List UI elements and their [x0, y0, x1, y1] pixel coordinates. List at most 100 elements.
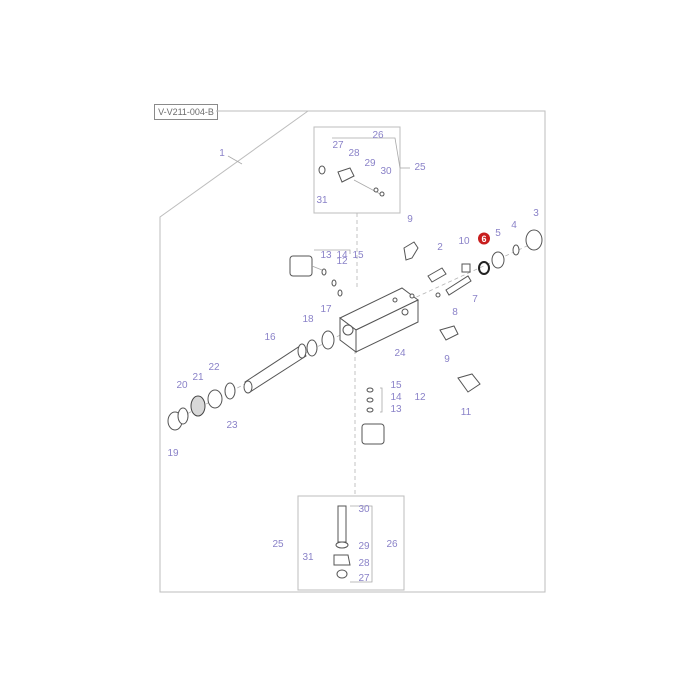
callout-c2: 2	[437, 242, 443, 253]
callout-c19: 19	[167, 448, 179, 459]
callout-label: 1	[219, 148, 225, 159]
callout-label: 13	[390, 404, 402, 415]
callout-label: 13	[320, 250, 332, 261]
part-7	[445, 275, 472, 296]
callout-c7: 7	[472, 294, 478, 305]
callout-label: 14	[390, 392, 402, 403]
ring-23	[224, 382, 236, 400]
callout-c30a: 30	[380, 166, 392, 177]
callout-label: 15	[390, 380, 402, 391]
callout-c13b: 13	[390, 404, 402, 415]
callout-label: 31	[316, 195, 328, 206]
fitting-9-upper	[403, 241, 419, 261]
part-8	[435, 292, 441, 298]
bracket-12-upper	[314, 249, 351, 254]
callout-label: 5	[495, 228, 501, 239]
part-5	[491, 251, 505, 269]
callout-c29a: 29	[364, 158, 376, 169]
callout-label: 24	[394, 348, 406, 359]
part-6-oring	[478, 261, 490, 275]
callout-c28a: 28	[348, 148, 360, 159]
callout-label: 19	[167, 448, 179, 459]
callout-label: 22	[208, 362, 220, 373]
valve-block	[339, 287, 419, 353]
callout-label: 12	[336, 256, 348, 267]
callout-label: 14	[336, 250, 348, 261]
callout-label: 16	[264, 332, 276, 343]
ring-22	[207, 389, 223, 409]
callout-c13a: 13	[320, 250, 332, 261]
fitting-11	[457, 373, 481, 393]
ring-21	[190, 395, 206, 417]
callout-label: 10	[458, 236, 470, 247]
callout-label: 3	[533, 208, 539, 219]
part-10	[461, 263, 471, 273]
callout-label: 29	[358, 541, 370, 552]
detail-upper-parts	[318, 137, 410, 197]
callout-label: 23	[226, 420, 238, 431]
callout-label: 20	[176, 380, 188, 391]
callout-label: 26	[372, 130, 384, 141]
part-2	[427, 267, 447, 283]
outer-frame	[159, 110, 546, 593]
callout-label: 28	[358, 558, 370, 569]
callout-label: 30	[380, 166, 392, 177]
solenoid-upper	[289, 255, 343, 297]
callout-c15a: 15	[352, 250, 364, 261]
callout-label: 7	[472, 294, 478, 305]
callout-c21: 21	[192, 372, 204, 383]
callout-label: 25	[414, 162, 426, 173]
callout-c11: 11	[461, 407, 472, 418]
callout-c6: 6	[478, 232, 490, 245]
callout-label: 15	[352, 250, 364, 261]
part-3	[525, 229, 543, 251]
callout-label: 29	[364, 158, 376, 169]
callout-c24: 24	[394, 348, 406, 359]
callout-label: 6	[481, 234, 486, 244]
callout-label: 27	[332, 140, 344, 151]
callout-c28b: 28	[358, 558, 370, 569]
ring-20	[177, 407, 189, 425]
callout-c29b: 29	[358, 541, 370, 552]
centerline-right	[409, 239, 541, 301]
shaft	[243, 343, 307, 394]
callout-c27a: 27	[332, 140, 344, 151]
callout-c4: 4	[511, 220, 517, 231]
callout-label: 30	[358, 504, 370, 515]
callout-layer: 1234567899101112121313141415151617181920…	[167, 130, 539, 584]
callout-label: 18	[302, 314, 314, 325]
callout-label: 25	[272, 539, 284, 550]
callout-label: 21	[192, 372, 204, 383]
callout-label: 26	[386, 539, 398, 550]
callout-c12a: 12	[336, 256, 348, 267]
solenoid-lower	[361, 387, 385, 445]
bracket-12-lower	[380, 387, 383, 413]
callout-c26a: 26	[372, 130, 384, 141]
callout-c1: 1	[219, 148, 225, 159]
callout-c31a: 31	[316, 195, 328, 206]
fitting-9-lower	[439, 325, 459, 341]
callout-label: 11	[461, 407, 472, 418]
callout-c22: 22	[208, 362, 220, 373]
ring-17	[321, 330, 335, 350]
callout-label: 27	[358, 573, 370, 584]
ring-18	[306, 339, 318, 357]
callout-c15b: 15	[390, 380, 402, 391]
callout-c31b: 31	[302, 552, 314, 563]
callout-c14b: 14	[390, 392, 402, 403]
callout-c26b: 26	[386, 539, 398, 550]
callout-label: 9	[407, 214, 413, 225]
detail-box-lower	[297, 495, 405, 591]
callout-c18: 18	[302, 314, 314, 325]
callout-c25a: 25	[414, 162, 426, 173]
leader-1	[227, 155, 243, 165]
callout-label: 8	[452, 307, 458, 318]
callout-label: 28	[348, 148, 360, 159]
callout-c5: 5	[495, 228, 501, 239]
callout-label: 17	[320, 304, 332, 315]
detail-lower-parts	[333, 505, 373, 583]
callout-c17: 17	[320, 304, 332, 315]
callout-c3: 3	[533, 208, 539, 219]
callout-c12b: 12	[414, 392, 426, 403]
